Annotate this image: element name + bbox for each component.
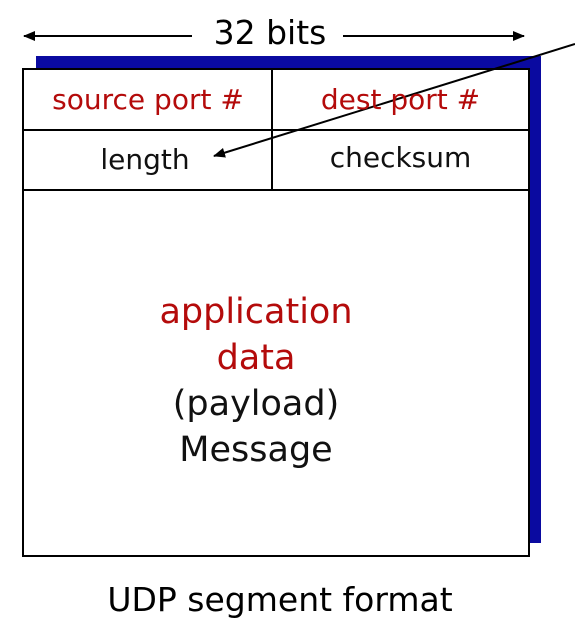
- payload-line-message: Message: [179, 430, 333, 470]
- payload-line-payload: (payload): [172, 384, 340, 424]
- length-field: length: [100, 143, 190, 176]
- payload-line-application: application: [159, 292, 353, 332]
- bits-width-label: 32 bits: [213, 13, 327, 52]
- diagram-caption: UDP segment format: [107, 580, 453, 619]
- payload-line-data: data: [216, 338, 296, 378]
- source-port-field: source port #: [52, 83, 244, 116]
- length-pointer-arrow: [213, 43, 575, 158]
- checksum-field: checksum: [329, 141, 472, 174]
- dest-port-field: dest port #: [320, 83, 481, 116]
- segment-box: [22, 68, 530, 557]
